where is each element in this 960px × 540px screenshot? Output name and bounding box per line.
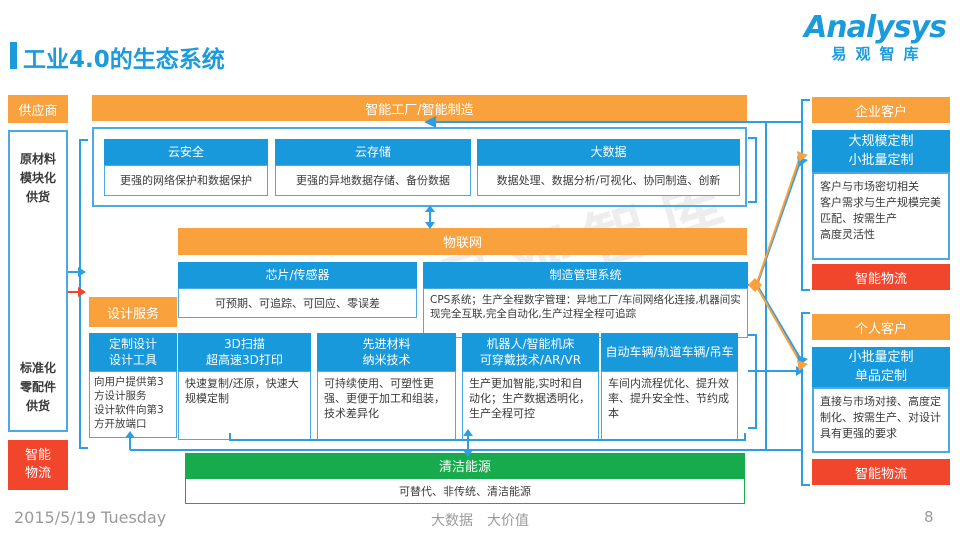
big-data-title: 大数据 [477,139,740,165]
tech-box-3d-print: 3D扫描 超高速3D打印 快速复制/还原，快速大规模定制 [178,333,311,440]
personal-model: 小批量定制 单品定制 [812,347,950,387]
title-accent-bar [10,42,17,69]
tech-desc-robots: 生产更加智能,实时和自动化；生产数据透明化，生产全程可控 [462,371,599,440]
smart-factory-bar: 智能工厂/智能制造 [92,95,747,121]
supplier-box: 原材料 模块化 供货 标准化 零配件 供货 [8,130,68,432]
clean-energy-title: 清洁能源 [185,453,745,478]
personal-customer-header: 个人客户 [812,314,950,340]
cloud-security-desc: 更强的网络保护和数据保护 [104,165,268,196]
enterprise-customer-header: 企业客户 [812,97,950,123]
tech-box-custom-design: 定制设计 设计工具 向用户提供第3方设计服务 设计软件向第3方开放端口 [89,333,177,438]
mfg-mgmt-box: 制造管理系统 CPS系统；生产全程数字管理：异地工厂/车间网络化连接,机器间实现… [423,262,748,338]
iot-bar: 物联网 [178,228,747,255]
mfg-mgmt-desc: CPS系统；生产全程数字管理：异地工厂/车间网络化连接,机器间实现完全互联,完全… [423,288,748,338]
mfg-mgmt-title: 制造管理系统 [423,262,748,288]
logo-wordmark: Analysys [804,10,947,45]
tech-desc-vehicles: 车间内流程优化、提升效率、提升安全性、节约成本 [601,371,738,440]
personal-desc: 直接与市场对接、高度定制化、按需生产、对设计具有更强的要求 [812,387,950,453]
page-title: 工业4.0的生态系统 [23,47,225,73]
left-smart-logistics: 智能 物流 [8,440,68,490]
cloud-storage-desc: 更强的异地数据存储、备份数据 [275,165,471,196]
chip-sensor-title: 芯片/传感器 [178,262,417,288]
enterprise-smart-logistics: 智能物流 [812,264,950,290]
tech-desc-materials: 可持续使用、可塑性更强、更便于加工和组装，技术差异化 [317,371,456,440]
tech-desc-3d-print: 快速复制/还原，快速大规模定制 [178,371,311,440]
tech-desc-custom-design: 向用户提供第3方设计服务 设计软件向第3方开放端口 [89,371,177,438]
cloud-storage-box: 云存储 更强的异地数据存储、备份数据 [275,139,471,196]
supplier-item-standard-parts: 标准化 零配件 供货 [19,361,56,413]
tech-box-materials: 先进材料 纳米技术 可持续使用、可塑性更强、更便于加工和组装，技术差异化 [317,333,456,440]
enterprise-desc: 客户与市场密切相关 客户需求与生产规模完美匹配、按需生产 高度灵活性 [812,172,950,260]
tech-title-robots: 机器人/智能机床 可穿戴技术/AR/VR [462,333,599,371]
analysys-logo: Analysys 易观智库 [804,10,947,64]
tech-box-robots: 机器人/智能机床 可穿戴技术/AR/VR 生产更加智能,实时和自动化；生产数据透… [462,333,599,440]
cloud-security-title: 云安全 [104,139,268,165]
cloud-storage-title: 云存储 [275,139,471,165]
chip-sensor-box: 芯片/传感器 可预期、可追踪、可回应、零误差 [178,262,417,318]
footer-page-number: 8 [924,508,934,526]
design-service-label: 设计服务 [89,297,177,327]
footer-slogan: 大数据 大价值 [431,513,529,529]
enterprise-model: 大规模定制 小批量定制 [812,130,950,172]
chip-sensor-desc: 可预期、可追踪、可回应、零误差 [178,288,417,318]
footer-date: 2015/5/19 Tuesday [14,508,167,527]
supplier-header: 供应商 [8,95,68,123]
tech-title-vehicles: 自动车辆/轨道车辆/吊车 [601,333,738,371]
tech-title-custom-design: 定制设计 设计工具 [89,333,177,371]
big-data-box: 大数据 数据处理、数据分析/可视化、协同制造、创新 [477,139,740,196]
personal-smart-logistics: 智能物流 [812,459,950,485]
clean-energy-desc: 可替代、非传统、清洁能源 [185,478,745,504]
big-data-desc: 数据处理、数据分析/可视化、协同制造、创新 [477,165,740,196]
tech-title-3d-print: 3D扫描 超高速3D打印 [178,333,311,371]
cloud-security-box: 云安全 更强的网络保护和数据保护 [104,139,268,196]
cloud-container [92,127,747,207]
logo-chinese: 易观智库 [831,45,928,63]
tech-box-vehicles: 自动车辆/轨道车辆/吊车 车间内流程优化、提升效率、提升安全性、节约成本 [601,333,738,440]
tech-title-materials: 先进材料 纳米技术 [317,333,456,371]
supplier-item-raw-materials: 原材料 模块化 供货 [19,152,56,204]
clean-energy-box: 清洁能源 可替代、非传统、清洁能源 [185,453,745,504]
